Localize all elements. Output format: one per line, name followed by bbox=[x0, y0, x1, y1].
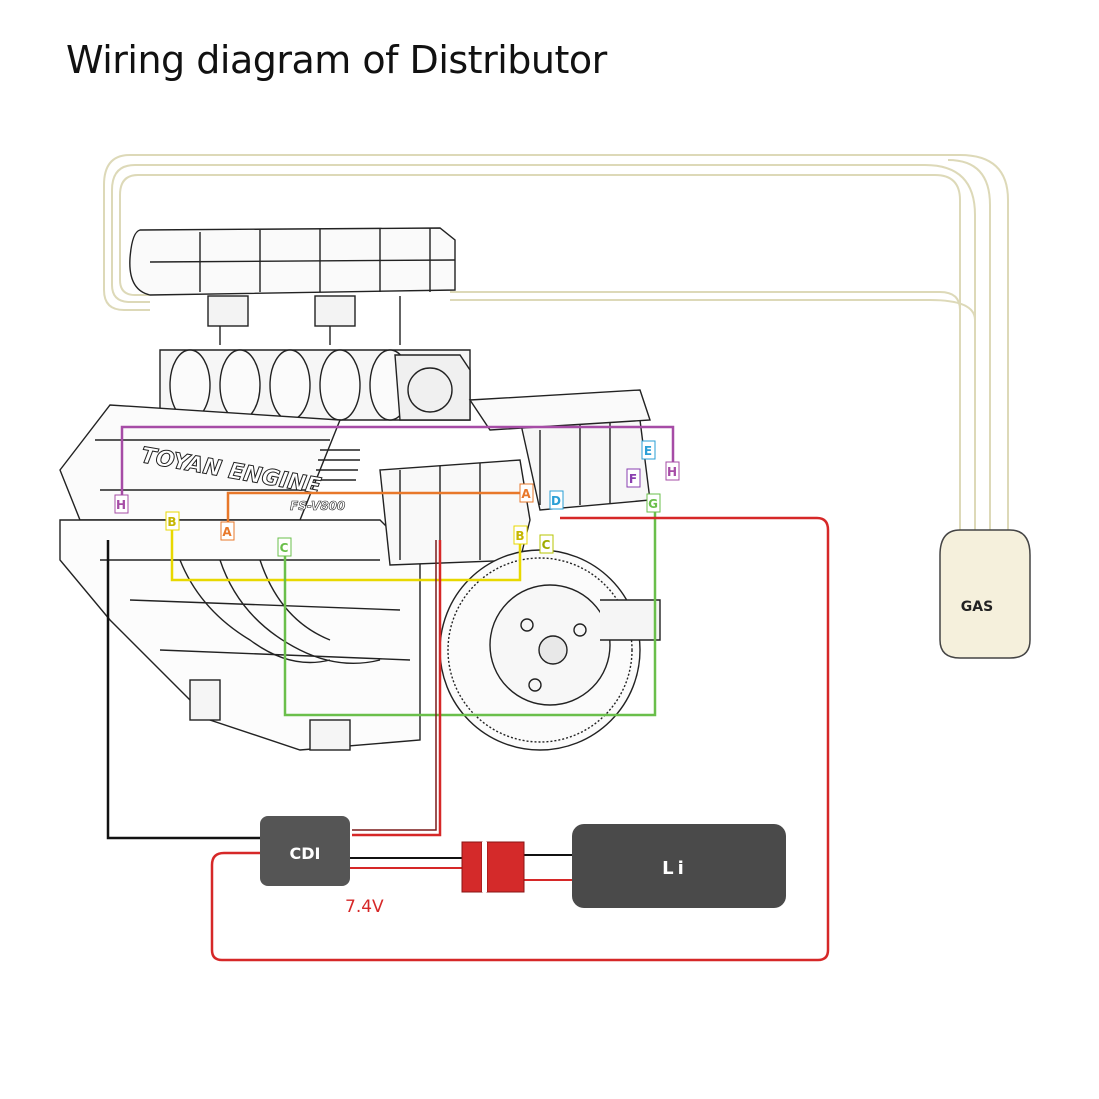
gas-tank-label: GAS bbox=[961, 599, 993, 615]
yellow-wire bbox=[170, 520, 522, 582]
terminal-badge-h-right bbox=[665, 461, 680, 481]
terminal-badge-d bbox=[549, 490, 564, 510]
terminal-d: D bbox=[551, 494, 561, 508]
terminal-badge-f bbox=[626, 468, 641, 488]
connector-left bbox=[461, 841, 483, 893]
battery-label: Li bbox=[662, 858, 688, 879]
terminal-badge-g bbox=[646, 493, 661, 513]
green-wire bbox=[283, 505, 657, 717]
terminal-h-right: H bbox=[667, 465, 677, 479]
terminal-a-right: A bbox=[521, 487, 531, 501]
terminal-b-left: B bbox=[167, 515, 176, 529]
connector-gap bbox=[482, 842, 487, 892]
cdi-box bbox=[260, 816, 350, 886]
black-wire bbox=[106, 540, 262, 840]
terminal-badge-e bbox=[641, 440, 656, 460]
engine-model-text: FS-V800 bbox=[290, 499, 345, 513]
cdi-signal-wire-red bbox=[352, 540, 442, 837]
terminal-badge-b-left bbox=[165, 511, 180, 531]
terminal-f: F bbox=[629, 472, 637, 486]
terminal-badge-c-right bbox=[539, 534, 554, 554]
terminal-badge-c-left bbox=[277, 537, 292, 557]
terminal-a-left: A bbox=[222, 525, 232, 539]
fuel-lines bbox=[103, 154, 1009, 530]
red-loop-wire bbox=[210, 516, 830, 962]
connector-right bbox=[486, 841, 525, 893]
terminal-g: G bbox=[648, 497, 658, 511]
gas-tank bbox=[939, 529, 1031, 659]
cdi-label: CDI bbox=[290, 844, 321, 863]
terminal-c-left: C bbox=[280, 541, 289, 555]
terminal-badge-a-right bbox=[519, 483, 534, 503]
cdi-signal-wire-dark bbox=[352, 540, 437, 831]
orange-wire bbox=[226, 491, 525, 530]
terminal-badge-a-left bbox=[220, 521, 235, 541]
battery-box bbox=[572, 824, 786, 908]
terminal-h-left: H bbox=[116, 498, 126, 512]
engine-illustration bbox=[59, 227, 661, 751]
terminal-e: E bbox=[644, 444, 652, 458]
terminal-badge-h-left bbox=[114, 494, 129, 514]
purple-wire bbox=[120, 425, 675, 505]
diagram-title: Wiring diagram of Distributor bbox=[66, 38, 607, 82]
voltage-label: 7.4V bbox=[345, 897, 384, 917]
terminal-b-right: B bbox=[515, 529, 524, 543]
terminal-c-right: C bbox=[542, 538, 551, 552]
terminal-badge-b-right bbox=[513, 525, 528, 545]
